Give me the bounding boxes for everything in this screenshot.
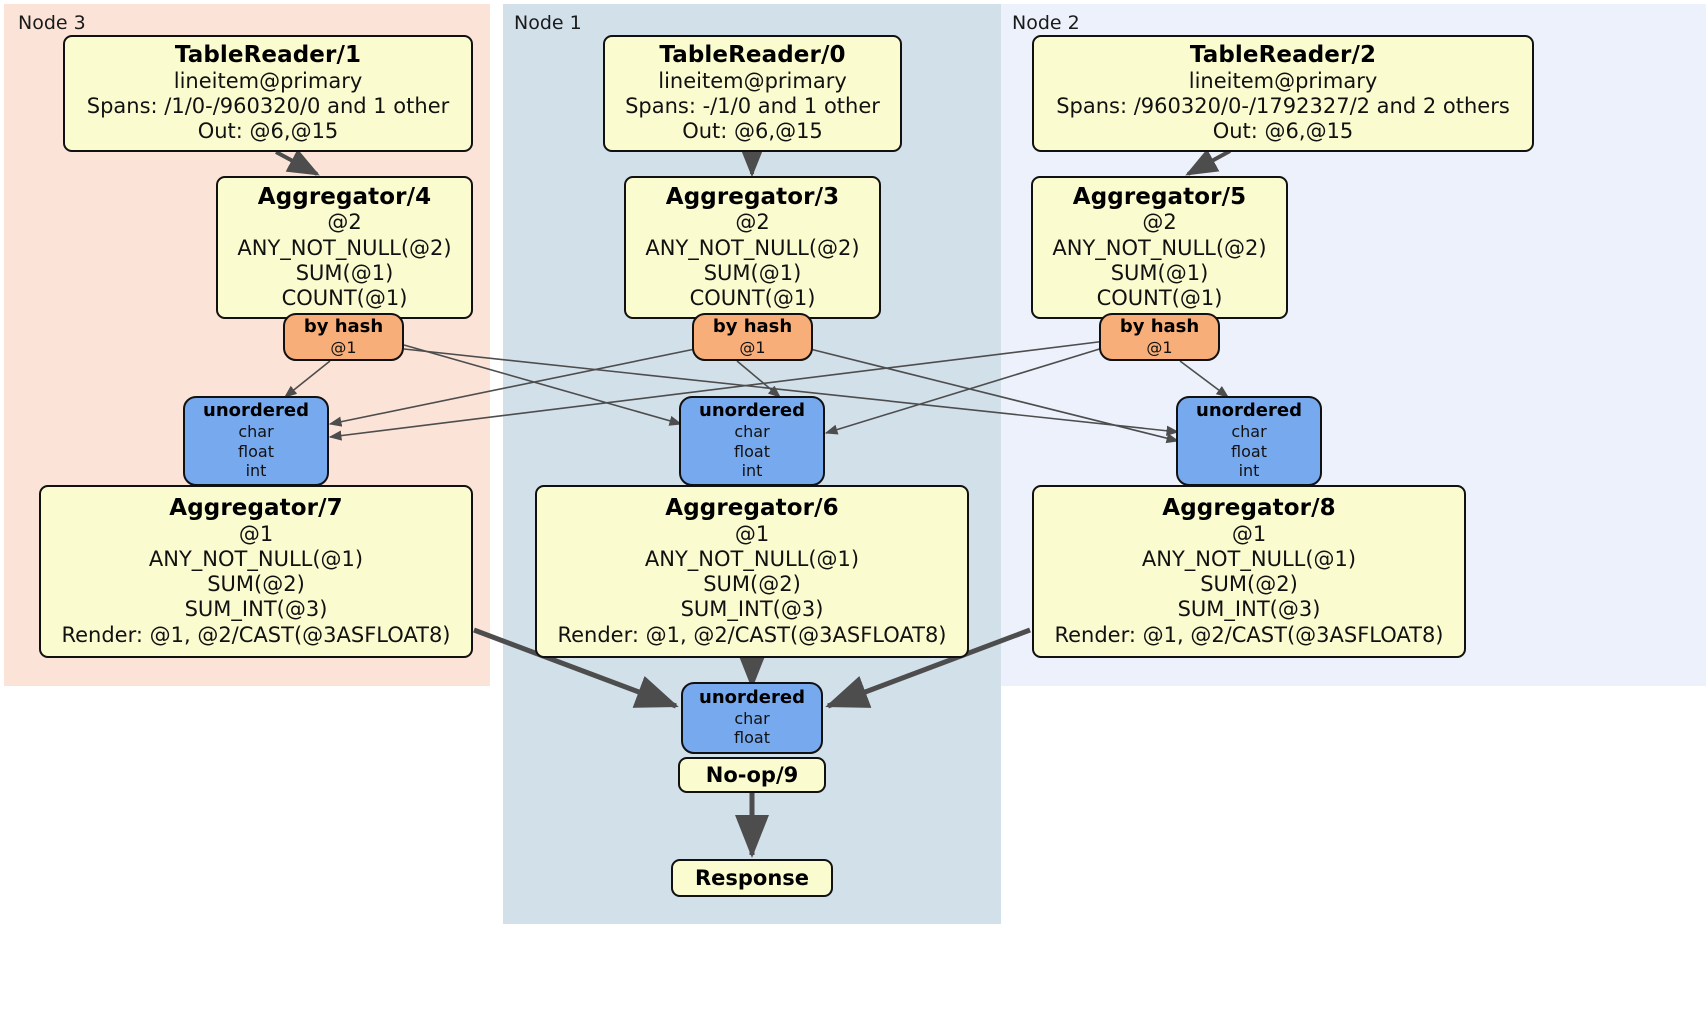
node-line: SUM(@2) xyxy=(703,572,801,597)
node-line: @1 xyxy=(1231,521,1267,546)
node-line: SUM(@2) xyxy=(207,572,305,597)
node-title: Aggregator/7 xyxy=(169,495,343,522)
receiver-line: int xyxy=(1238,461,1260,481)
node-line: @2 xyxy=(1142,210,1177,235)
node-line: SUM(@1) xyxy=(703,260,802,285)
node-line: SUM(@1) xyxy=(295,260,394,285)
node-line: SUM_INT(@3) xyxy=(184,597,328,622)
node-line: Out: @6,@15 xyxy=(1212,119,1354,144)
node-line: SUM(@1) xyxy=(1110,260,1209,285)
panel-node2-label: Node 2 xyxy=(1012,12,1080,34)
node-line: Spans: /960320/0-/1792327/2 and 2 others xyxy=(1056,94,1510,119)
node-line: Render: @1, @2/CAST(@3ASFLOAT8) xyxy=(1054,622,1444,647)
processor-aggregator-6[interactable]: Aggregator/6 @1 ANY_NOT_NULL(@1) SUM(@2)… xyxy=(535,485,969,658)
router-by-hash-left[interactable]: by hash @1 xyxy=(283,313,404,361)
node-line: ANY_NOT_NULL(@1) xyxy=(1141,547,1357,572)
node-line: ANY_NOT_NULL(@1) xyxy=(644,547,860,572)
node-line: Render: @1, @2/CAST(@3ASFLOAT8) xyxy=(557,622,947,647)
processor-aggregator-5[interactable]: Aggregator/5 @2 ANY_NOT_NULL(@2) SUM(@1)… xyxy=(1031,176,1288,319)
node-line: @1 xyxy=(238,521,274,546)
node-line: ANY_NOT_NULL(@2) xyxy=(237,235,452,260)
receiver-line: char xyxy=(238,422,274,442)
receiver-title: unordered xyxy=(1196,400,1302,422)
receiver-line: char xyxy=(734,422,770,442)
node-line: ANY_NOT_NULL(@2) xyxy=(1052,235,1267,260)
processor-table-reader-2[interactable]: TableReader/2 lineitem@primary Spans: /9… xyxy=(1032,35,1534,152)
node-title: Aggregator/8 xyxy=(1162,495,1336,522)
node-line: lineitem@primary xyxy=(658,69,847,94)
receiver-line: float xyxy=(1231,441,1267,461)
processor-aggregator-3[interactable]: Aggregator/3 @2 ANY_NOT_NULL(@2) SUM(@1)… xyxy=(624,176,881,319)
node-title: Response xyxy=(694,866,810,890)
processor-no-op-9[interactable]: No-op/9 xyxy=(678,757,826,793)
node-line: @2 xyxy=(735,210,770,235)
processor-response[interactable]: Response xyxy=(671,859,833,897)
router-line: @1 xyxy=(1146,337,1173,357)
node-line: SUM_INT(@3) xyxy=(680,597,824,622)
node-title: Aggregator/6 xyxy=(665,495,839,522)
router-line: @1 xyxy=(739,337,766,357)
node-line: @1 xyxy=(734,521,770,546)
receiver-line: float xyxy=(734,441,770,461)
node-line: Spans: /1/0-/960320/0 and 1 other xyxy=(86,94,450,119)
receiver-title: unordered xyxy=(699,400,805,422)
processor-table-reader-1[interactable]: TableReader/1 lineitem@primary Spans: /1… xyxy=(63,35,473,152)
node-line: Spans: -/1/0 and 1 other xyxy=(625,94,880,119)
node-line: lineitem@primary xyxy=(1188,69,1378,94)
router-by-hash-right[interactable]: by hash @1 xyxy=(1099,313,1220,361)
receiver-line: float xyxy=(238,441,274,461)
processor-aggregator-4[interactable]: Aggregator/4 @2 ANY_NOT_NULL(@2) SUM(@1)… xyxy=(216,176,473,319)
receiver-title: unordered xyxy=(699,687,805,709)
receiver-unordered-mid[interactable]: unordered char float int xyxy=(679,396,825,486)
node-title: TableReader/1 xyxy=(174,42,362,69)
node-title: No-op/9 xyxy=(705,763,799,787)
receiver-line: char xyxy=(1231,422,1267,442)
router-title: by hash xyxy=(712,315,793,337)
node-line: COUNT(@1) xyxy=(689,286,816,311)
receiver-line: int xyxy=(741,461,763,481)
processor-aggregator-8[interactable]: Aggregator/8 @1 ANY_NOT_NULL(@1) SUM(@2)… xyxy=(1032,485,1466,658)
processor-aggregator-7[interactable]: Aggregator/7 @1 ANY_NOT_NULL(@1) SUM(@2)… xyxy=(39,485,473,658)
receiver-line: float xyxy=(734,728,770,748)
node-title: TableReader/0 xyxy=(659,42,846,69)
node-line: @2 xyxy=(327,210,362,235)
receiver-unordered-final[interactable]: unordered char float xyxy=(681,682,823,754)
node-line: lineitem@primary xyxy=(173,69,363,94)
node-line: Out: @6,@15 xyxy=(682,119,823,144)
node-line: Render: @1, @2/CAST(@3ASFLOAT8) xyxy=(61,622,451,647)
receiver-unordered-right[interactable]: unordered char float int xyxy=(1176,396,1322,486)
node-line: SUM_INT(@3) xyxy=(1177,597,1321,622)
panel-node3-label: Node 3 xyxy=(18,12,86,34)
node-title: Aggregator/5 xyxy=(1072,183,1247,210)
node-title: Aggregator/4 xyxy=(257,183,432,210)
router-title: by hash xyxy=(1119,315,1200,337)
router-by-hash-mid[interactable]: by hash @1 xyxy=(692,313,813,361)
node-line: SUM(@2) xyxy=(1200,572,1298,597)
receiver-title: unordered xyxy=(203,400,309,422)
node-line: COUNT(@1) xyxy=(281,286,408,311)
node-title: TableReader/2 xyxy=(1189,42,1377,69)
receiver-line: char xyxy=(734,708,770,728)
receiver-unordered-left[interactable]: unordered char float int xyxy=(183,396,329,486)
node-line: ANY_NOT_NULL(@1) xyxy=(148,547,364,572)
node-line: COUNT(@1) xyxy=(1096,286,1223,311)
processor-table-reader-0[interactable]: TableReader/0 lineitem@primary Spans: -/… xyxy=(603,35,902,152)
node-title: Aggregator/3 xyxy=(665,183,840,210)
router-title: by hash xyxy=(303,315,384,337)
node-line: Out: @6,@15 xyxy=(197,119,339,144)
panel-node1-label: Node 1 xyxy=(514,12,582,34)
router-line: @1 xyxy=(330,337,357,357)
receiver-line: int xyxy=(245,461,267,481)
node-line: ANY_NOT_NULL(@2) xyxy=(645,235,860,260)
